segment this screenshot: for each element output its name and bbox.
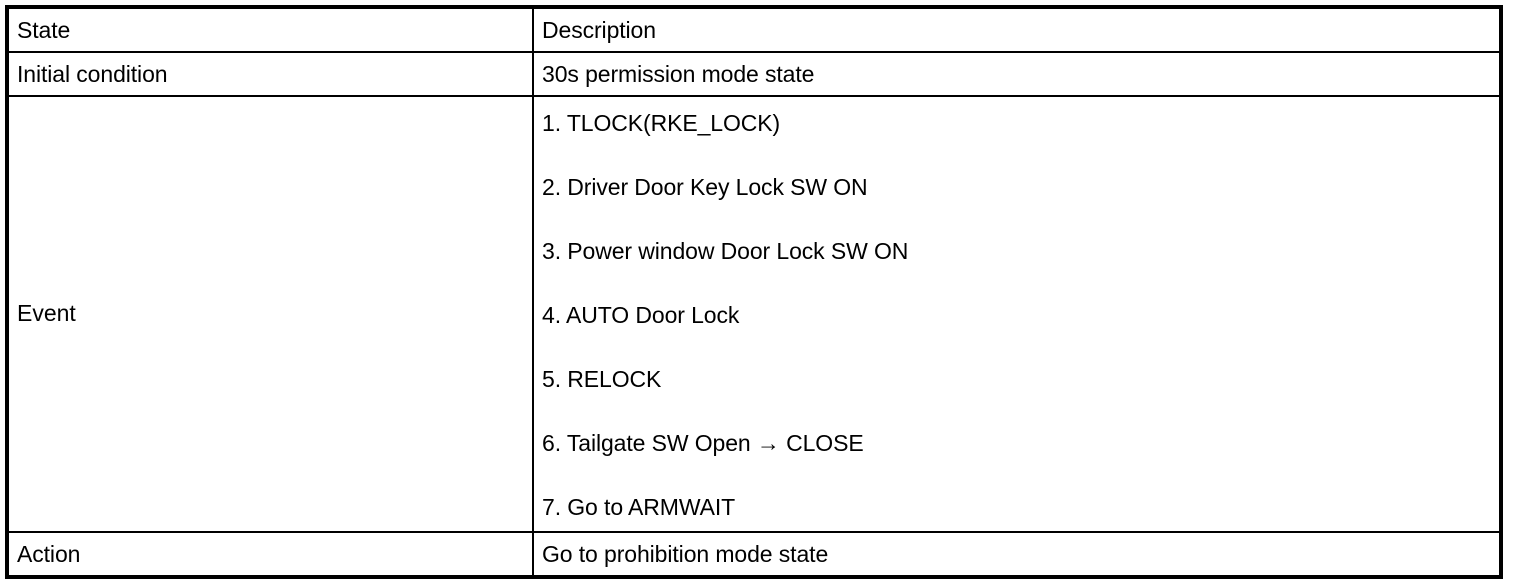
table-row-initial-condition: Initial condition 30s permission mode st…	[6, 51, 1502, 97]
table-row-event: Event 1. TLOCK(RKE_LOCK) 2. Driver Door …	[6, 95, 1502, 533]
header-cell-description: Description	[532, 6, 1502, 53]
header-cell-state: State	[6, 6, 534, 53]
document-page: State Description Initial condition 30s …	[5, 5, 1503, 579]
event-step-item: 3. Power window Door Lock SW ON	[542, 238, 909, 264]
state-description-table: State Description Initial condition 30s …	[5, 5, 1503, 579]
table-header-row: State Description	[6, 6, 1502, 53]
event-step-item: 5. RELOCK	[542, 366, 662, 392]
cell-state-event: Event	[6, 95, 534, 533]
event-step-item: 6. Tailgate SW Open → CLOSE	[542, 430, 864, 456]
event-step-item: 2. Driver Door Key Lock SW ON	[542, 174, 868, 200]
cell-state-action: Action	[6, 531, 534, 578]
cell-state-initial-condition: Initial condition	[6, 51, 534, 97]
event-step-item: 7. Go to ARMWAIT	[542, 494, 736, 520]
event-step-item: 4. AUTO Door Lock	[542, 302, 740, 328]
value-initial-condition: 30s permission mode state	[542, 61, 815, 87]
cell-description-action: Go to prohibition mode state	[532, 531, 1502, 578]
label-initial-condition: Initial condition	[17, 61, 168, 87]
header-label-state: State	[17, 17, 71, 43]
event-step-list: 1. TLOCK(RKE_LOCK) 2. Driver Door Key Lo…	[534, 97, 1499, 531]
cell-description-initial-condition: 30s permission mode state	[532, 51, 1502, 97]
table-row-action: Action Go to prohibition mode state	[6, 531, 1502, 578]
label-event: Event	[17, 300, 76, 327]
cell-description-event: 1. TLOCK(RKE_LOCK) 2. Driver Door Key Lo…	[532, 95, 1502, 533]
header-label-description: Description	[542, 17, 656, 43]
event-step-item: 1. TLOCK(RKE_LOCK)	[542, 110, 781, 136]
value-action: Go to prohibition mode state	[542, 541, 829, 567]
label-action: Action	[17, 541, 81, 567]
